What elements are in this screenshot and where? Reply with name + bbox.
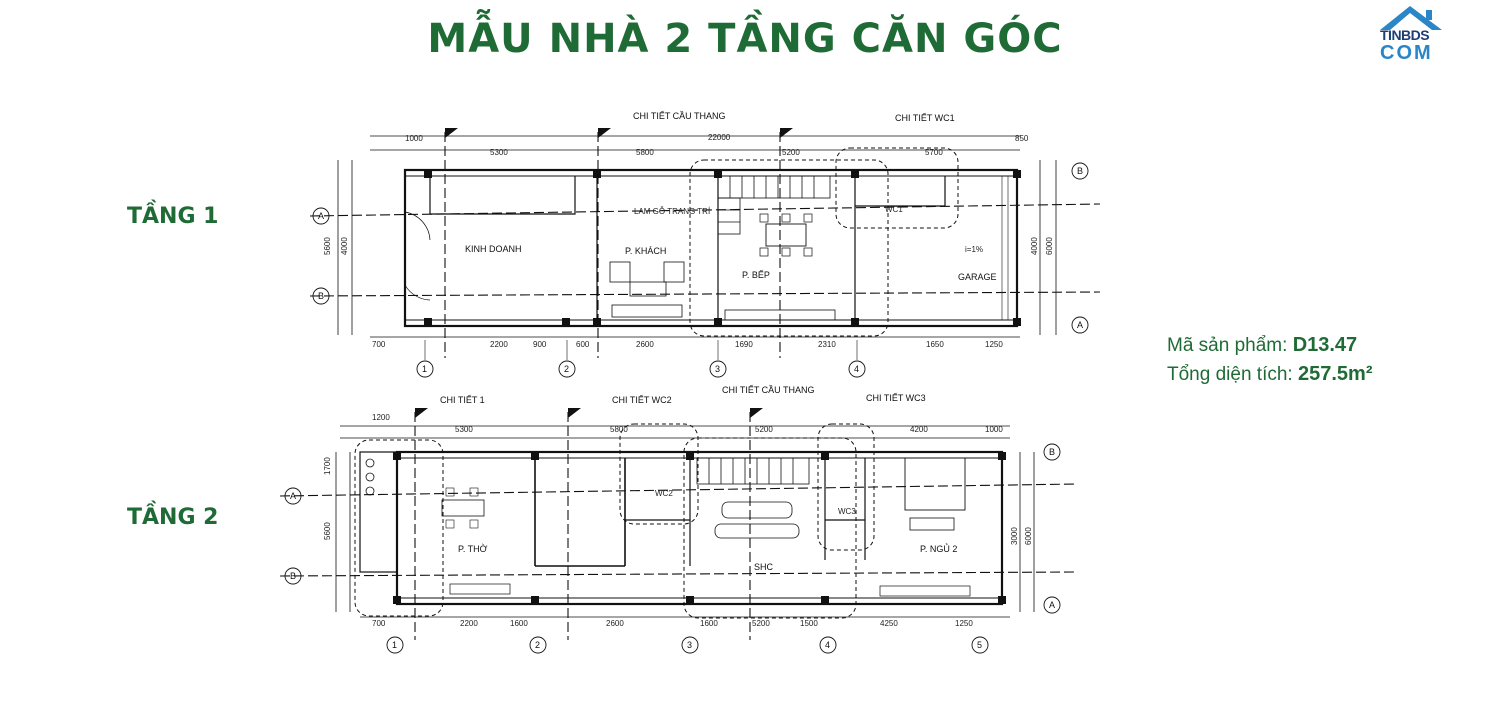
logo-text-top: TINBDS [1380, 27, 1430, 43]
f1-bot-dim-0: 700 [372, 340, 386, 349]
f1-side-dim-2: 6000 [1045, 237, 1054, 255]
f2-grid-4: 4 [825, 640, 830, 650]
f2-top-dim-4: 4200 [910, 425, 928, 434]
f1-room-garage: GARAGE [958, 272, 997, 282]
f1-top-dim-1: 5300 [490, 148, 508, 157]
f1-bot-dim-5: 1690 [735, 340, 753, 349]
f1-side-dim-1: 4000 [340, 237, 349, 255]
f1-bot-dim-4: 2600 [636, 340, 654, 349]
f2-top-dim-0: 1200 [372, 413, 390, 422]
f1-bot-dim-7: 1650 [926, 340, 944, 349]
f2-top-dim-5: 1000 [985, 425, 1003, 434]
f2-bot-dim-1: 2200 [460, 619, 478, 628]
f1-grid-1: 1 [422, 364, 427, 374]
floor-2-plan [279, 408, 1077, 654]
f1-side-dim-3: 4000 [1030, 237, 1039, 255]
f1-top-dim-3: 5200 [782, 148, 800, 157]
floor-2-label: TẦNG 2 [127, 505, 219, 530]
f2-bot-dim-8: 1250 [955, 619, 973, 628]
f2-grid-b: B [1049, 447, 1055, 457]
house-roof-icon [1380, 6, 1442, 30]
f2-side-dim-1: 5600 [323, 522, 332, 540]
f2-room-ngu-2: P. NGỦ 2 [920, 543, 957, 554]
f1-bot-dim-8: 1250 [985, 340, 1003, 349]
f1-bot-dim-3: 600 [576, 340, 590, 349]
f2-detail-wc3: CHI TIẾT WC3 [866, 393, 926, 403]
f1-room-wc1: WC1 [885, 205, 903, 214]
f2-side-dim-3: 6000 [1024, 527, 1033, 545]
f2-bot-dim-6: 1500 [800, 619, 818, 628]
f2-section-a: A [290, 491, 296, 501]
f1-grid-a: A [1077, 320, 1083, 330]
product-code-row: Mã sản phẩm: D13.47 [1167, 334, 1357, 357]
f1-room-kinh-doanh: KINH DOANH [465, 244, 522, 254]
f1-top-dim-2: 5800 [636, 148, 654, 157]
f2-top-dim-2: 5800 [610, 425, 628, 434]
f2-detail-wc2: CHI TIẾT WC2 [612, 395, 672, 405]
f1-note-lam-go: LAM GỖ TRANG TRÍ [634, 207, 711, 216]
f1-grid-3: 3 [715, 364, 720, 374]
product-code-label: Mã sản phẩm: [1167, 335, 1288, 356]
f2-grid-2: 2 [535, 640, 540, 650]
f1-room-khach: P. KHÁCH [625, 246, 666, 256]
f1-bot-dim-1: 2200 [490, 340, 508, 349]
f1-bot-dim-2: 900 [533, 340, 547, 349]
f1-bot-dim-6: 2310 [818, 340, 836, 349]
f2-bot-dim-7: 4250 [880, 619, 898, 628]
product-area-label: Tổng diện tích: [1167, 364, 1293, 385]
f2-room-wc2: WC2 [655, 489, 673, 498]
f2-grid-5: 5 [977, 640, 982, 650]
f1-detail-stair: CHI TIẾT CẦU THANG [633, 111, 726, 121]
f2-section-b: B [290, 571, 296, 581]
f1-top-dim-0: 1000 [405, 134, 423, 143]
f2-bot-dim-4: 1600 [700, 619, 718, 628]
f1-section-b: B [318, 291, 324, 301]
product-area-row: Tổng diện tích: 257.5m² [1167, 363, 1372, 386]
f2-grid-1: 1 [392, 640, 397, 650]
f2-detail-stair: CHI TIẾT CẦU THANG [722, 385, 815, 395]
f2-room-tho: P. THỜ [458, 544, 488, 554]
f1-side-dim-0: 5600 [323, 237, 332, 255]
page-title: MẪU NHÀ 2 TẦNG CĂN GÓC [427, 16, 1063, 62]
f1-section-a: A [318, 211, 324, 221]
f2-bot-dim-5: 5200 [752, 619, 770, 628]
f1-grid-b: B [1077, 166, 1083, 176]
product-area-value: 257.5m² [1297, 363, 1373, 385]
f2-top-dim-1: 5300 [455, 425, 473, 434]
f2-bot-dim-0: 700 [372, 619, 386, 628]
f1-room-bep: P. BẾP [742, 270, 770, 280]
f2-side-dim-2: 3000 [1010, 527, 1019, 545]
tinbds-logo[interactable]: TINBDS COM [1376, 4, 1446, 66]
floor-1-label: TẦNG 1 [127, 204, 219, 229]
f2-grid-a: A [1049, 600, 1055, 610]
product-code-value: D13.47 [1292, 334, 1358, 356]
f2-grid-3: 3 [687, 640, 692, 650]
f1-detail-wc1: CHI TIẾT WC1 [895, 113, 955, 123]
f2-top-dim-3: 5200 [755, 425, 773, 434]
f1-total-dim: 22000 [708, 133, 731, 142]
f1-grid-4: 4 [854, 364, 859, 374]
f2-detail-1: CHI TIẾT 1 [440, 395, 485, 405]
f2-bot-dim-3: 2600 [606, 619, 624, 628]
f2-room-wc3: WC3 [838, 507, 856, 516]
f1-grid-2: 2 [564, 364, 569, 374]
f1-top-dim-5: 850 [1015, 134, 1029, 143]
floor-1-plan [309, 128, 1101, 378]
f2-room-shc: SHC [754, 562, 774, 572]
f1-top-dim-4: 5700 [925, 148, 943, 157]
logo-text-bottom: COM [1380, 42, 1433, 64]
f2-side-dim-0: 1700 [323, 457, 332, 475]
f1-note-slope: i=1% [965, 245, 983, 254]
f2-bot-dim-2: 1600 [510, 619, 528, 628]
